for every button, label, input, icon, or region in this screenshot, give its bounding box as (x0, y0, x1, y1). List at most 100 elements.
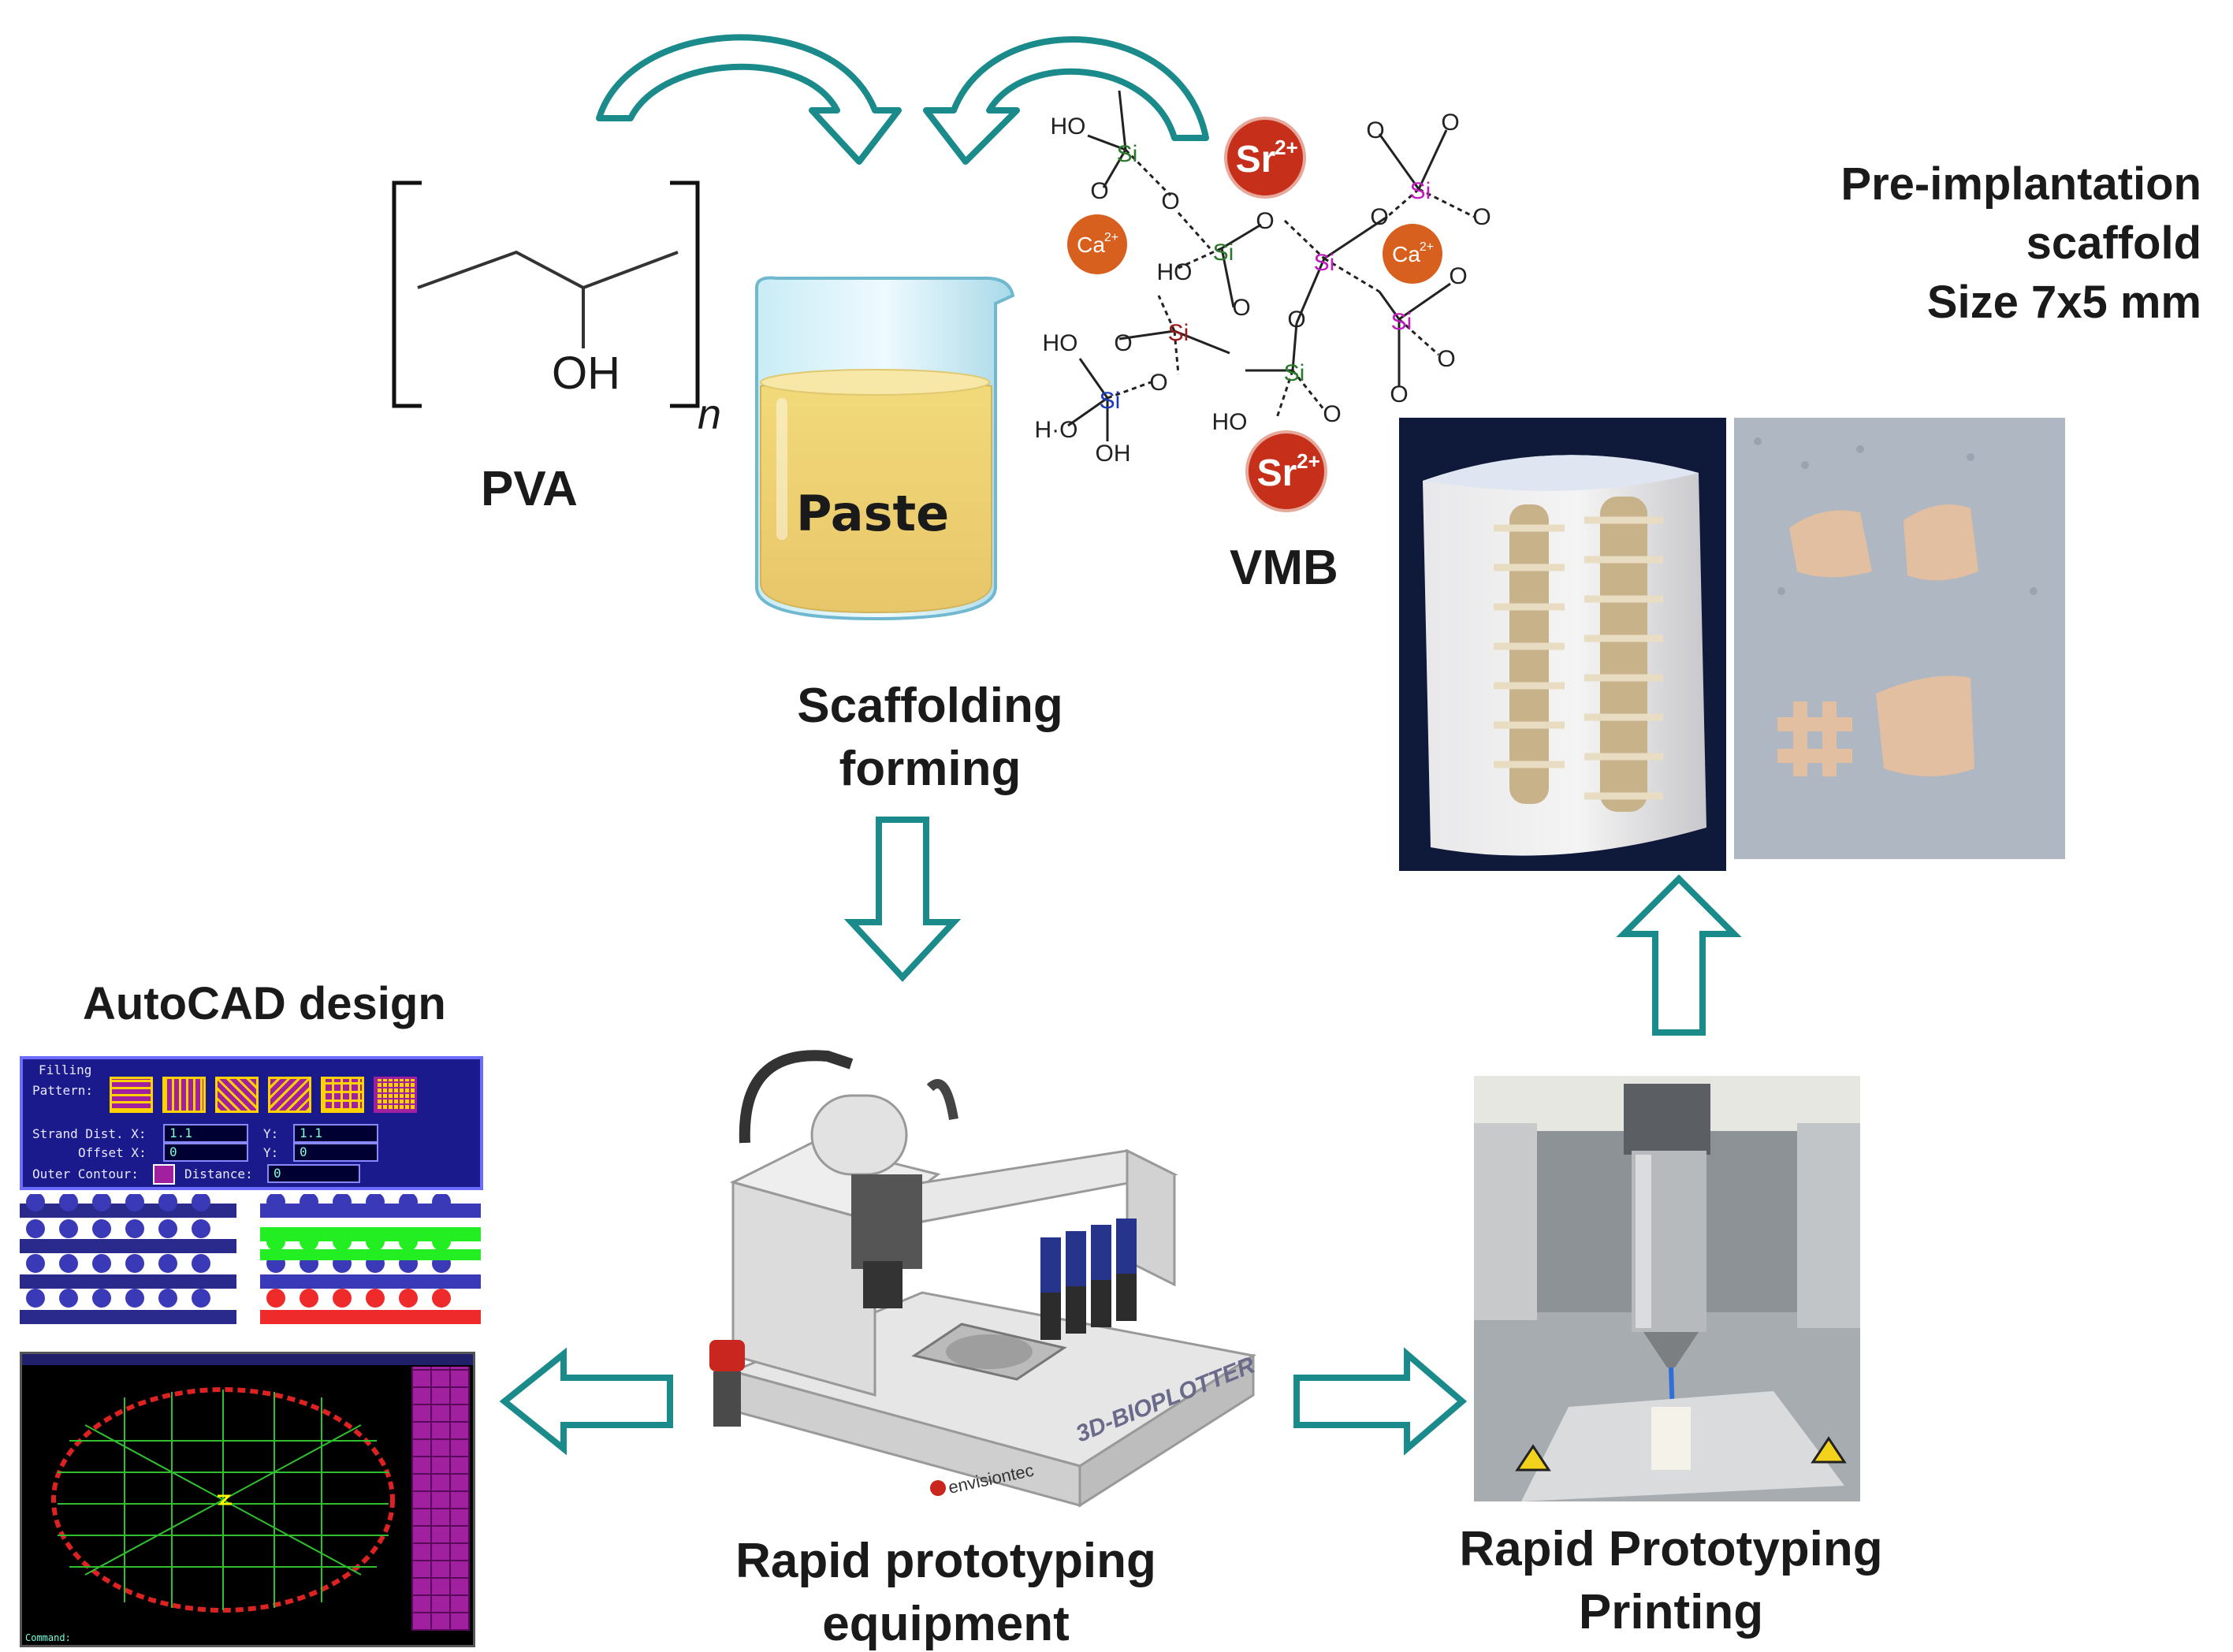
down-arrow-icon (843, 817, 962, 982)
si-atom: Si (1168, 320, 1189, 346)
o-label: O (1441, 110, 1459, 136)
scaffolding-line1: Scaffolding (797, 679, 1063, 733)
paste-label: Paste (796, 485, 950, 542)
pattern-label: Pattern: (32, 1083, 94, 1098)
command-line[interactable]: Command: (25, 1632, 71, 1643)
pattern-diagonal-reverse-button[interactable] (268, 1077, 311, 1113)
svg-text:Ca: Ca (1077, 233, 1105, 257)
printing-line2: Printing (1578, 1585, 1764, 1639)
autocad-viewport[interactable]: Command: (20, 1352, 475, 1647)
curved-arrow-right-icon (923, 35, 1209, 165)
ho-label: HO (1043, 330, 1078, 356)
sr-ion-icon: Sr 2+ (1224, 117, 1306, 199)
printing-photo (1474, 1076, 1860, 1501)
pattern-grid-button[interactable] (321, 1077, 364, 1113)
bioplotter-image: 3D-BIOPLOTTER envisiontec (709, 1050, 1259, 1508)
o-label: O (1370, 204, 1388, 230)
pattern-buttons (110, 1077, 417, 1113)
scaffold-photo-bottom (1734, 631, 2065, 859)
ca-ion-icon: Ca 2+ (1067, 214, 1127, 274)
outer-contour-checkbox[interactable] (153, 1164, 175, 1185)
svg-text:2+: 2+ (1420, 240, 1434, 254)
si-atom: Si (1100, 388, 1121, 414)
o-label: O (1287, 307, 1305, 333)
si-atom: Si (1213, 240, 1234, 266)
right-arrow-icon (1293, 1347, 1468, 1456)
pva-label: PVA (481, 462, 578, 516)
scaffold-title-line1: Pre-implantation (1840, 158, 2201, 210)
vmb-label: VMB (1230, 541, 1338, 595)
strand-y-label: Y: (263, 1126, 279, 1141)
o-label: O (1390, 381, 1408, 407)
h-label: H·O (1035, 417, 1078, 443)
panel-title: Filling (39, 1062, 92, 1077)
o-label: O (1090, 178, 1108, 204)
outer-contour-label: Outer Contour: (32, 1166, 139, 1181)
o-label: O (1323, 401, 1341, 427)
distance-field[interactable]: 0 (267, 1164, 360, 1183)
scaffold-photo-large (1399, 418, 1726, 871)
o-label: O (1256, 208, 1274, 234)
strand-pattern-preview-left (20, 1194, 236, 1324)
si-atom: Si (1391, 309, 1412, 335)
o-label: O (1366, 117, 1384, 143)
svg-text:2+: 2+ (1297, 449, 1320, 473)
beaker-icon (755, 276, 1015, 621)
pva-subscript-n: n (698, 391, 722, 438)
o-label: O (1437, 346, 1455, 372)
strand-y-field[interactable]: 1.1 (293, 1124, 378, 1143)
tool-palette[interactable] (411, 1367, 470, 1631)
distance-label: Distance: (184, 1166, 253, 1181)
ho-label: HO (1157, 259, 1193, 285)
offset-label: Offset X: (78, 1145, 147, 1160)
o-label: O (1232, 295, 1250, 321)
scaffold-photo-top (1734, 418, 2065, 631)
sr-ion-icon: Sr 2+ (1245, 430, 1327, 512)
scaffolding-line2: forming (839, 742, 1022, 796)
offset-x-field[interactable]: 0 (163, 1143, 248, 1162)
offset-y-label: Y: (263, 1145, 279, 1160)
ca-ion-icon: Ca 2+ (1383, 224, 1442, 284)
pva-oh-label: OH (552, 348, 620, 399)
o-label: O (1161, 188, 1179, 214)
o-label: O (1149, 370, 1167, 396)
o-label: O (1449, 263, 1467, 289)
si-atom: Si (1284, 360, 1305, 386)
o-label: O (1114, 330, 1132, 356)
pattern-horizontal-button[interactable] (110, 1077, 153, 1113)
offset-y-field[interactable]: 0 (293, 1143, 378, 1162)
strand-pattern-preview-right (260, 1194, 481, 1324)
si-atom: Si (1314, 250, 1335, 276)
pattern-diagonal-button[interactable] (215, 1077, 259, 1113)
up-arrow-icon (1616, 874, 1742, 1036)
strand-x-field[interactable]: 1.1 (163, 1124, 248, 1143)
si-atom: Si (1117, 141, 1138, 167)
printing-line1: Rapid Prototyping (1459, 1522, 1883, 1576)
vmb-structure: Si Si Si Si Si Si Si Si HO O O O HO O O … (1035, 90, 1491, 512)
equipment-line1: Rapid prototyping (735, 1534, 1156, 1588)
left-arrow-icon (499, 1347, 673, 1456)
curved-arrow-left-icon (596, 34, 902, 165)
cylinder-wireframe (51, 1387, 395, 1613)
strand-dist-label: Strand Dist. X: (32, 1126, 147, 1141)
svg-text:Sr: Sr (1236, 139, 1276, 180)
si-atom: Si (1410, 178, 1431, 204)
svg-text:Ca: Ca (1392, 242, 1420, 266)
equipment-line2: equipment (822, 1597, 1070, 1651)
pva-structure (392, 180, 700, 408)
ho-label: HO (1212, 409, 1248, 435)
pattern-fine-grid-button[interactable] (374, 1077, 417, 1113)
o-label: O (1472, 204, 1491, 230)
ho-label: HO (1051, 113, 1086, 140)
svg-text:2+: 2+ (1104, 231, 1118, 244)
svg-text:Sr: Sr (1257, 452, 1297, 494)
scaffold-title-line3: Size 7x5 mm (1926, 277, 2201, 328)
autocad-title: AutoCAD design (83, 978, 446, 1029)
oh-label: OH (1096, 441, 1131, 467)
viewport-toolbar (22, 1354, 473, 1365)
scaffold-title-line2: scaffold (2026, 218, 2201, 269)
pattern-vertical-button[interactable] (162, 1077, 206, 1113)
filling-panel: Filling Pattern: Strand Dist. X: 1.1 Y: … (20, 1056, 483, 1190)
svg-text:2+: 2+ (1275, 136, 1298, 159)
